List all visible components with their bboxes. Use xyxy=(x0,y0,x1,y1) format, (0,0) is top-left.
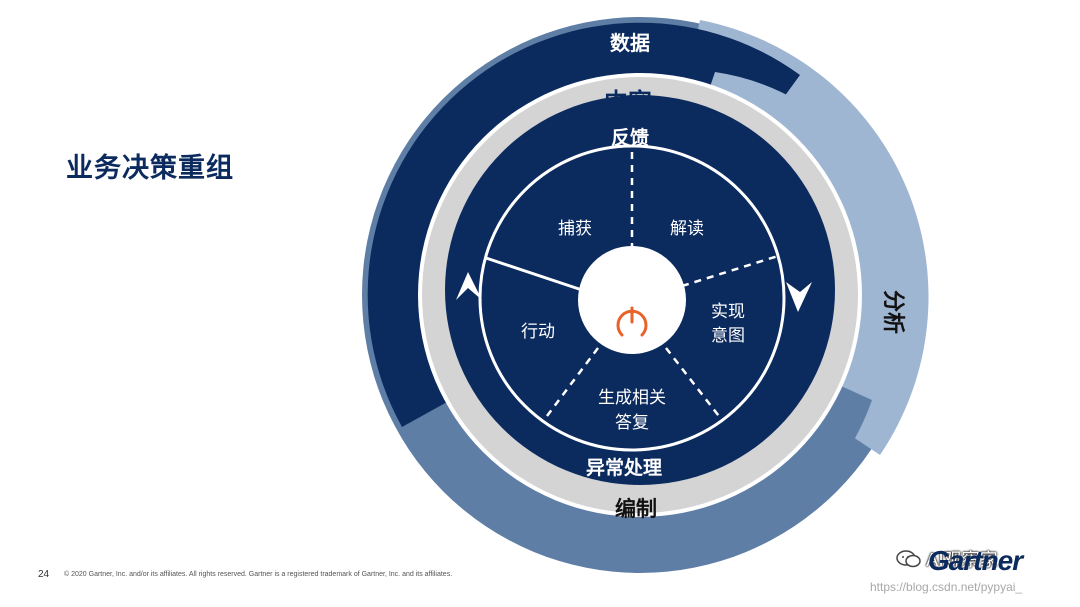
label-analysis: 分析 xyxy=(880,290,905,334)
wechat-label: AI观察家 xyxy=(926,550,998,571)
cycle-arrow-right xyxy=(786,282,812,312)
label-exception: 异常处理 xyxy=(586,456,662,479)
segment-action: 行动 xyxy=(521,322,555,342)
segment-answer-line1: 生成相关 xyxy=(598,388,666,408)
divider-lower-right xyxy=(665,347,723,421)
watermark: https://blog.csdn.net/pypyai_ xyxy=(870,580,1023,594)
copyright-notice: © 2020 Gartner, Inc. and/or its affiliat… xyxy=(64,571,453,578)
segment-intent-line2: 意图 xyxy=(711,326,745,346)
segment-answer-line2: 答复 xyxy=(615,413,649,433)
label-content: 内容 xyxy=(604,88,652,116)
gartner-logo: Gartner xyxy=(928,545,1023,576)
cycle-arrow-left xyxy=(456,272,482,300)
segment-capture: 捕获 xyxy=(558,219,592,239)
page-number: 24 xyxy=(38,569,50,580)
wechat-icon xyxy=(896,550,921,568)
slide-title: 业务决策重组 xyxy=(66,153,234,184)
divider-upper-right xyxy=(681,254,779,288)
divider-lower-left xyxy=(543,347,599,421)
label-feedback: 反馈 xyxy=(611,126,649,149)
label-data: 数据 xyxy=(610,31,650,55)
power-icon xyxy=(616,306,648,337)
center-disc xyxy=(578,246,686,354)
divider-upper-left xyxy=(485,256,583,292)
segment-interpret: 解读 xyxy=(670,219,704,239)
label-compile: 编制 xyxy=(615,497,657,521)
wechat-badge: AI观察家 xyxy=(896,546,998,572)
segment-intent-line1: 实现 xyxy=(711,302,745,322)
